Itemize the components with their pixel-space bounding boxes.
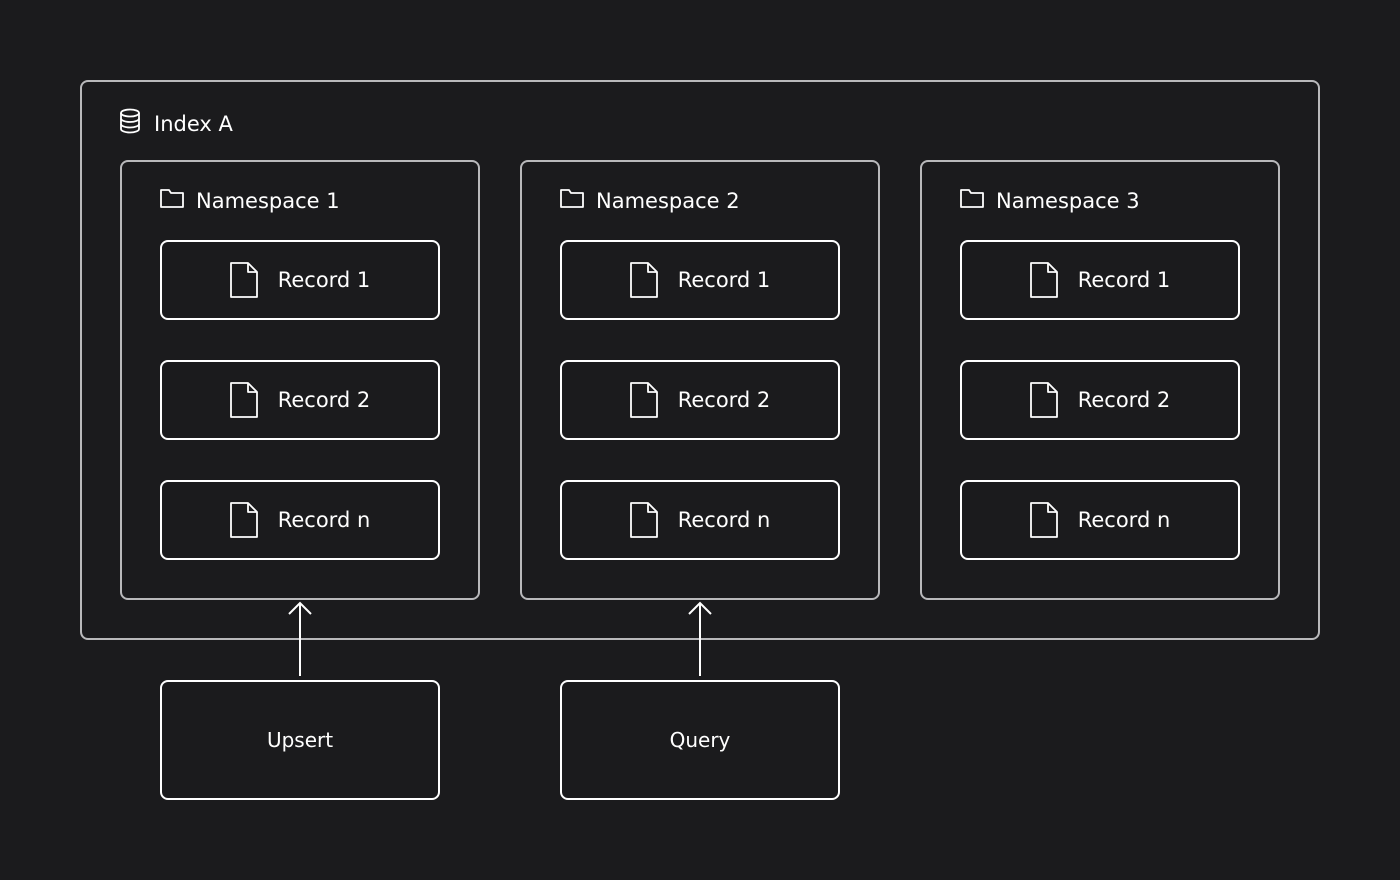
record-label: Record 2 bbox=[1077, 388, 1171, 412]
file-icon bbox=[629, 262, 658, 298]
file-icon bbox=[229, 502, 258, 538]
index-label: Index A bbox=[154, 111, 233, 136]
namespace-label: Namespace 2 bbox=[596, 188, 740, 213]
record-ns2-2[interactable]: Record 2 bbox=[560, 360, 840, 440]
record-label: Record 2 bbox=[677, 388, 771, 412]
record-ns1-1[interactable]: Record 1 bbox=[160, 240, 440, 320]
query-button[interactable]: Query bbox=[560, 680, 840, 800]
record-label: Record n bbox=[1077, 508, 1171, 532]
namespace-1-container bbox=[120, 160, 480, 600]
upsert-label: Upsert bbox=[266, 728, 334, 752]
record-label: Record n bbox=[277, 508, 371, 532]
upsert-arrow bbox=[288, 601, 312, 676]
file-icon bbox=[229, 382, 258, 418]
file-icon bbox=[629, 502, 658, 538]
record-label: Record 1 bbox=[277, 268, 371, 292]
record-ns3-2[interactable]: Record 2 bbox=[960, 360, 1240, 440]
namespace-3-container bbox=[920, 160, 1280, 600]
namespace-2-container bbox=[520, 160, 880, 600]
file-icon bbox=[1029, 382, 1058, 418]
record-ns1-n[interactable]: Record n bbox=[160, 480, 440, 560]
file-icon bbox=[229, 262, 258, 298]
upsert-button[interactable]: Upsert bbox=[160, 680, 440, 800]
folder-icon bbox=[960, 188, 996, 213]
record-label: Record n bbox=[677, 508, 771, 532]
namespace-label: Namespace 1 bbox=[196, 188, 340, 213]
record-label: Record 2 bbox=[277, 388, 371, 412]
file-icon bbox=[1029, 262, 1058, 298]
namespace-2-header: Namespace 2 bbox=[560, 188, 740, 213]
index-header: Index A bbox=[118, 108, 233, 139]
namespace-1-header: Namespace 1 bbox=[160, 188, 340, 213]
record-label: Record 1 bbox=[1077, 268, 1171, 292]
folder-icon bbox=[160, 188, 196, 213]
record-ns3-n[interactable]: Record n bbox=[960, 480, 1240, 560]
record-ns2-1[interactable]: Record 1 bbox=[560, 240, 840, 320]
record-label: Record 1 bbox=[677, 268, 771, 292]
namespace-label: Namespace 3 bbox=[996, 188, 1140, 213]
record-ns1-2[interactable]: Record 2 bbox=[160, 360, 440, 440]
namespace-3-header: Namespace 3 bbox=[960, 188, 1140, 213]
database-icon bbox=[118, 108, 154, 139]
file-icon bbox=[1029, 502, 1058, 538]
query-label: Query bbox=[669, 728, 731, 752]
folder-icon bbox=[560, 188, 596, 213]
file-icon bbox=[629, 382, 658, 418]
record-ns2-n[interactable]: Record n bbox=[560, 480, 840, 560]
query-arrow bbox=[688, 601, 712, 676]
record-ns3-1[interactable]: Record 1 bbox=[960, 240, 1240, 320]
